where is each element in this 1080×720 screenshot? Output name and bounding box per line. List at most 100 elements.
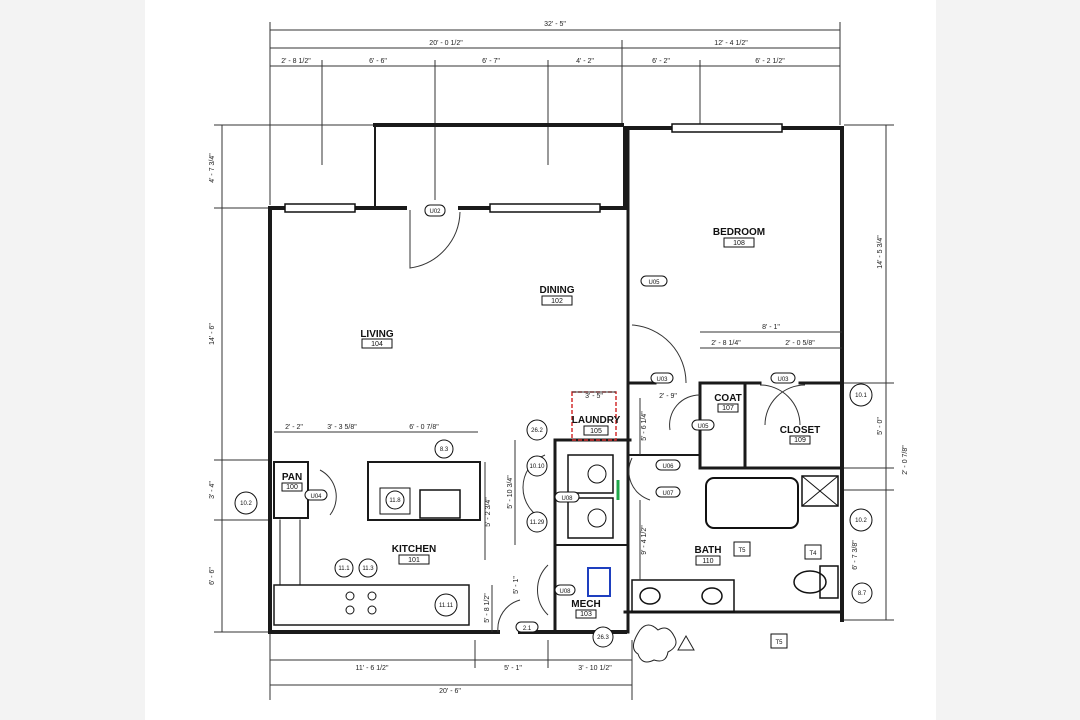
dim-bath-seg-2: 2' - 0 5/8" (785, 340, 815, 347)
tag-10-2-a: 10.2 (240, 501, 252, 507)
dim-right-seg-3: 2' - 0 7/8" (902, 445, 909, 475)
dim-left-seg-4: 6' - 6" (209, 567, 216, 585)
dishwasher (379, 487, 411, 515)
room-laundry-number: 105 (590, 428, 602, 435)
dim-top-left-span: 20' - 0 1/2" (429, 40, 463, 47)
room-closet-name: CLOSET (780, 425, 821, 436)
t-tags (733, 541, 822, 649)
dim-bottom-seg-3: 3' - 10 1/2" (578, 665, 612, 672)
room-bath: BATH 110 (694, 545, 722, 566)
dim-hall-vert-2: 9' - 4 1/2" (641, 525, 648, 555)
tag-11-1: 11.1 (338, 566, 350, 572)
dim-bottom-seg-2: 5' - 1" (504, 665, 522, 672)
tag-t5-a: T5 (738, 548, 746, 554)
tag-2-1: 2.1 (523, 626, 532, 632)
tag-11-8: 11.8 (389, 498, 401, 504)
dim-kitchen-lower: 5' - 8 1/2" (484, 593, 491, 623)
linen-box (801, 475, 839, 507)
room-living-name: LIVING (360, 329, 394, 340)
interior-dim-lines (274, 331, 842, 632)
range-burners (345, 591, 377, 615)
top-dimensions (269, 22, 841, 205)
right-margin (936, 0, 1080, 720)
tag-10-1: 10.1 (855, 393, 867, 399)
tag-door-u03-b: U03 (777, 377, 789, 383)
dim-left-seg-3: 3' - 4" (209, 481, 216, 499)
room-coat-number: 107 (722, 405, 734, 412)
dim-kitchen-seg-1: 2' - 2" (285, 424, 303, 431)
dim-right-seg-1: 14' - 5 3/4" (877, 235, 884, 269)
dim-top-seg-4: 4' - 2" (576, 58, 594, 65)
plan-sheet (145, 0, 936, 720)
dim-bottom-seg-1: 11' - 6 1/2" (356, 665, 389, 672)
sink-right (701, 587, 723, 605)
dim-top-overall: 32' - 5" (544, 21, 566, 28)
equipment-tags (234, 383, 873, 648)
windows (284, 123, 783, 213)
dim-top-right-span: 12' - 4 1/2" (714, 40, 748, 47)
room-kitchen: KITCHEN 101 (392, 544, 436, 565)
room-bedroom-number: 108 (733, 240, 745, 247)
tag-26-2: 26.2 (531, 428, 543, 434)
tag-door-u07: U07 (662, 491, 674, 497)
room-laundry-name: LAUNDRY (572, 415, 621, 426)
room-dining-name: DINING (540, 285, 575, 296)
left-dimensions (214, 124, 375, 633)
tag-t5-b: T5 (775, 640, 783, 646)
dim-hall-vert-1: 5' - 6 1/4" (641, 411, 648, 441)
dim-left-seg-2: 14' - 6" (209, 323, 216, 345)
bottom-dimensions (269, 632, 633, 700)
tag-8-3: 8.3 (440, 447, 449, 453)
dim-kitchen-height: 5' - 2 3/4" (485, 497, 492, 527)
dim-bottom-small: 5' - 1" (513, 576, 520, 594)
dim-kitchen-seg-3: 6' - 0 7/8" (409, 424, 439, 431)
dim-top-seg-5: 6' - 2" (652, 58, 670, 65)
room-living: LIVING 104 (360, 329, 394, 349)
dim-left-seg-1: 4' - 7 3/4" (209, 153, 216, 183)
dim-bath-top: 8' - 1" (762, 324, 780, 331)
room-mech-number: 103 (580, 611, 592, 618)
dim-coat: 2' - 9" (659, 393, 677, 400)
door-tags (304, 204, 796, 633)
room-kitchen-number: 101 (408, 557, 420, 564)
tag-11-29: 11.29 (530, 520, 545, 526)
room-dining: DINING 102 (540, 285, 575, 306)
dim-top-seg-3: 6' - 7" (482, 58, 500, 65)
dim-top-seg-6: 6' - 2 1/2" (755, 58, 785, 65)
toilet (793, 570, 827, 594)
tag-door-u02: U02 (429, 209, 441, 215)
tag-door-u03-a: U03 (656, 377, 668, 383)
dim-laundry-width: 3' - 5" (585, 393, 603, 400)
room-closet-number: 109 (794, 437, 806, 444)
tag-u08-mech: U08 (559, 589, 571, 595)
room-pan: PAN 100 (281, 472, 303, 492)
kitchen-sink (419, 489, 461, 519)
washer (567, 497, 614, 539)
room-bedroom-name: BEDROOM (713, 227, 765, 238)
tag-10-10: 10.10 (529, 464, 545, 470)
room-closet: CLOSET 109 (780, 425, 821, 445)
exterior-symbols (633, 624, 695, 663)
room-mech-name: MECH (571, 599, 600, 610)
dim-kitchen-seg-2: 3' - 3 5/8" (327, 424, 357, 431)
dryer (567, 454, 614, 494)
tag-u08: U08 (561, 496, 573, 502)
tag-8-7: 8.7 (858, 591, 867, 597)
tag-11-3: 11.3 (362, 566, 374, 572)
right-dimensions (844, 124, 894, 621)
vanity (631, 579, 735, 613)
tag-door-bed: U05 (648, 280, 660, 286)
room-pan-name: PAN (282, 472, 302, 483)
dim-right-seg-2: 5' - 0" (877, 417, 884, 435)
room-laundry: LAUNDRY 105 (572, 415, 621, 436)
dim-bottom-overall: 20' - 6" (439, 688, 461, 695)
tag-11-11: 11.11 (439, 603, 454, 609)
dim-top-seg-1: 2' - 8 1/2" (281, 58, 311, 65)
tag-26-3: 26.3 (597, 635, 609, 641)
room-living-number: 104 (371, 341, 383, 348)
room-dining-number: 102 (551, 298, 563, 305)
room-bath-name: BATH (694, 545, 721, 556)
room-coat-name: COAT (714, 393, 742, 404)
dim-mech-height: 5' - 10 3/4" (507, 475, 514, 509)
